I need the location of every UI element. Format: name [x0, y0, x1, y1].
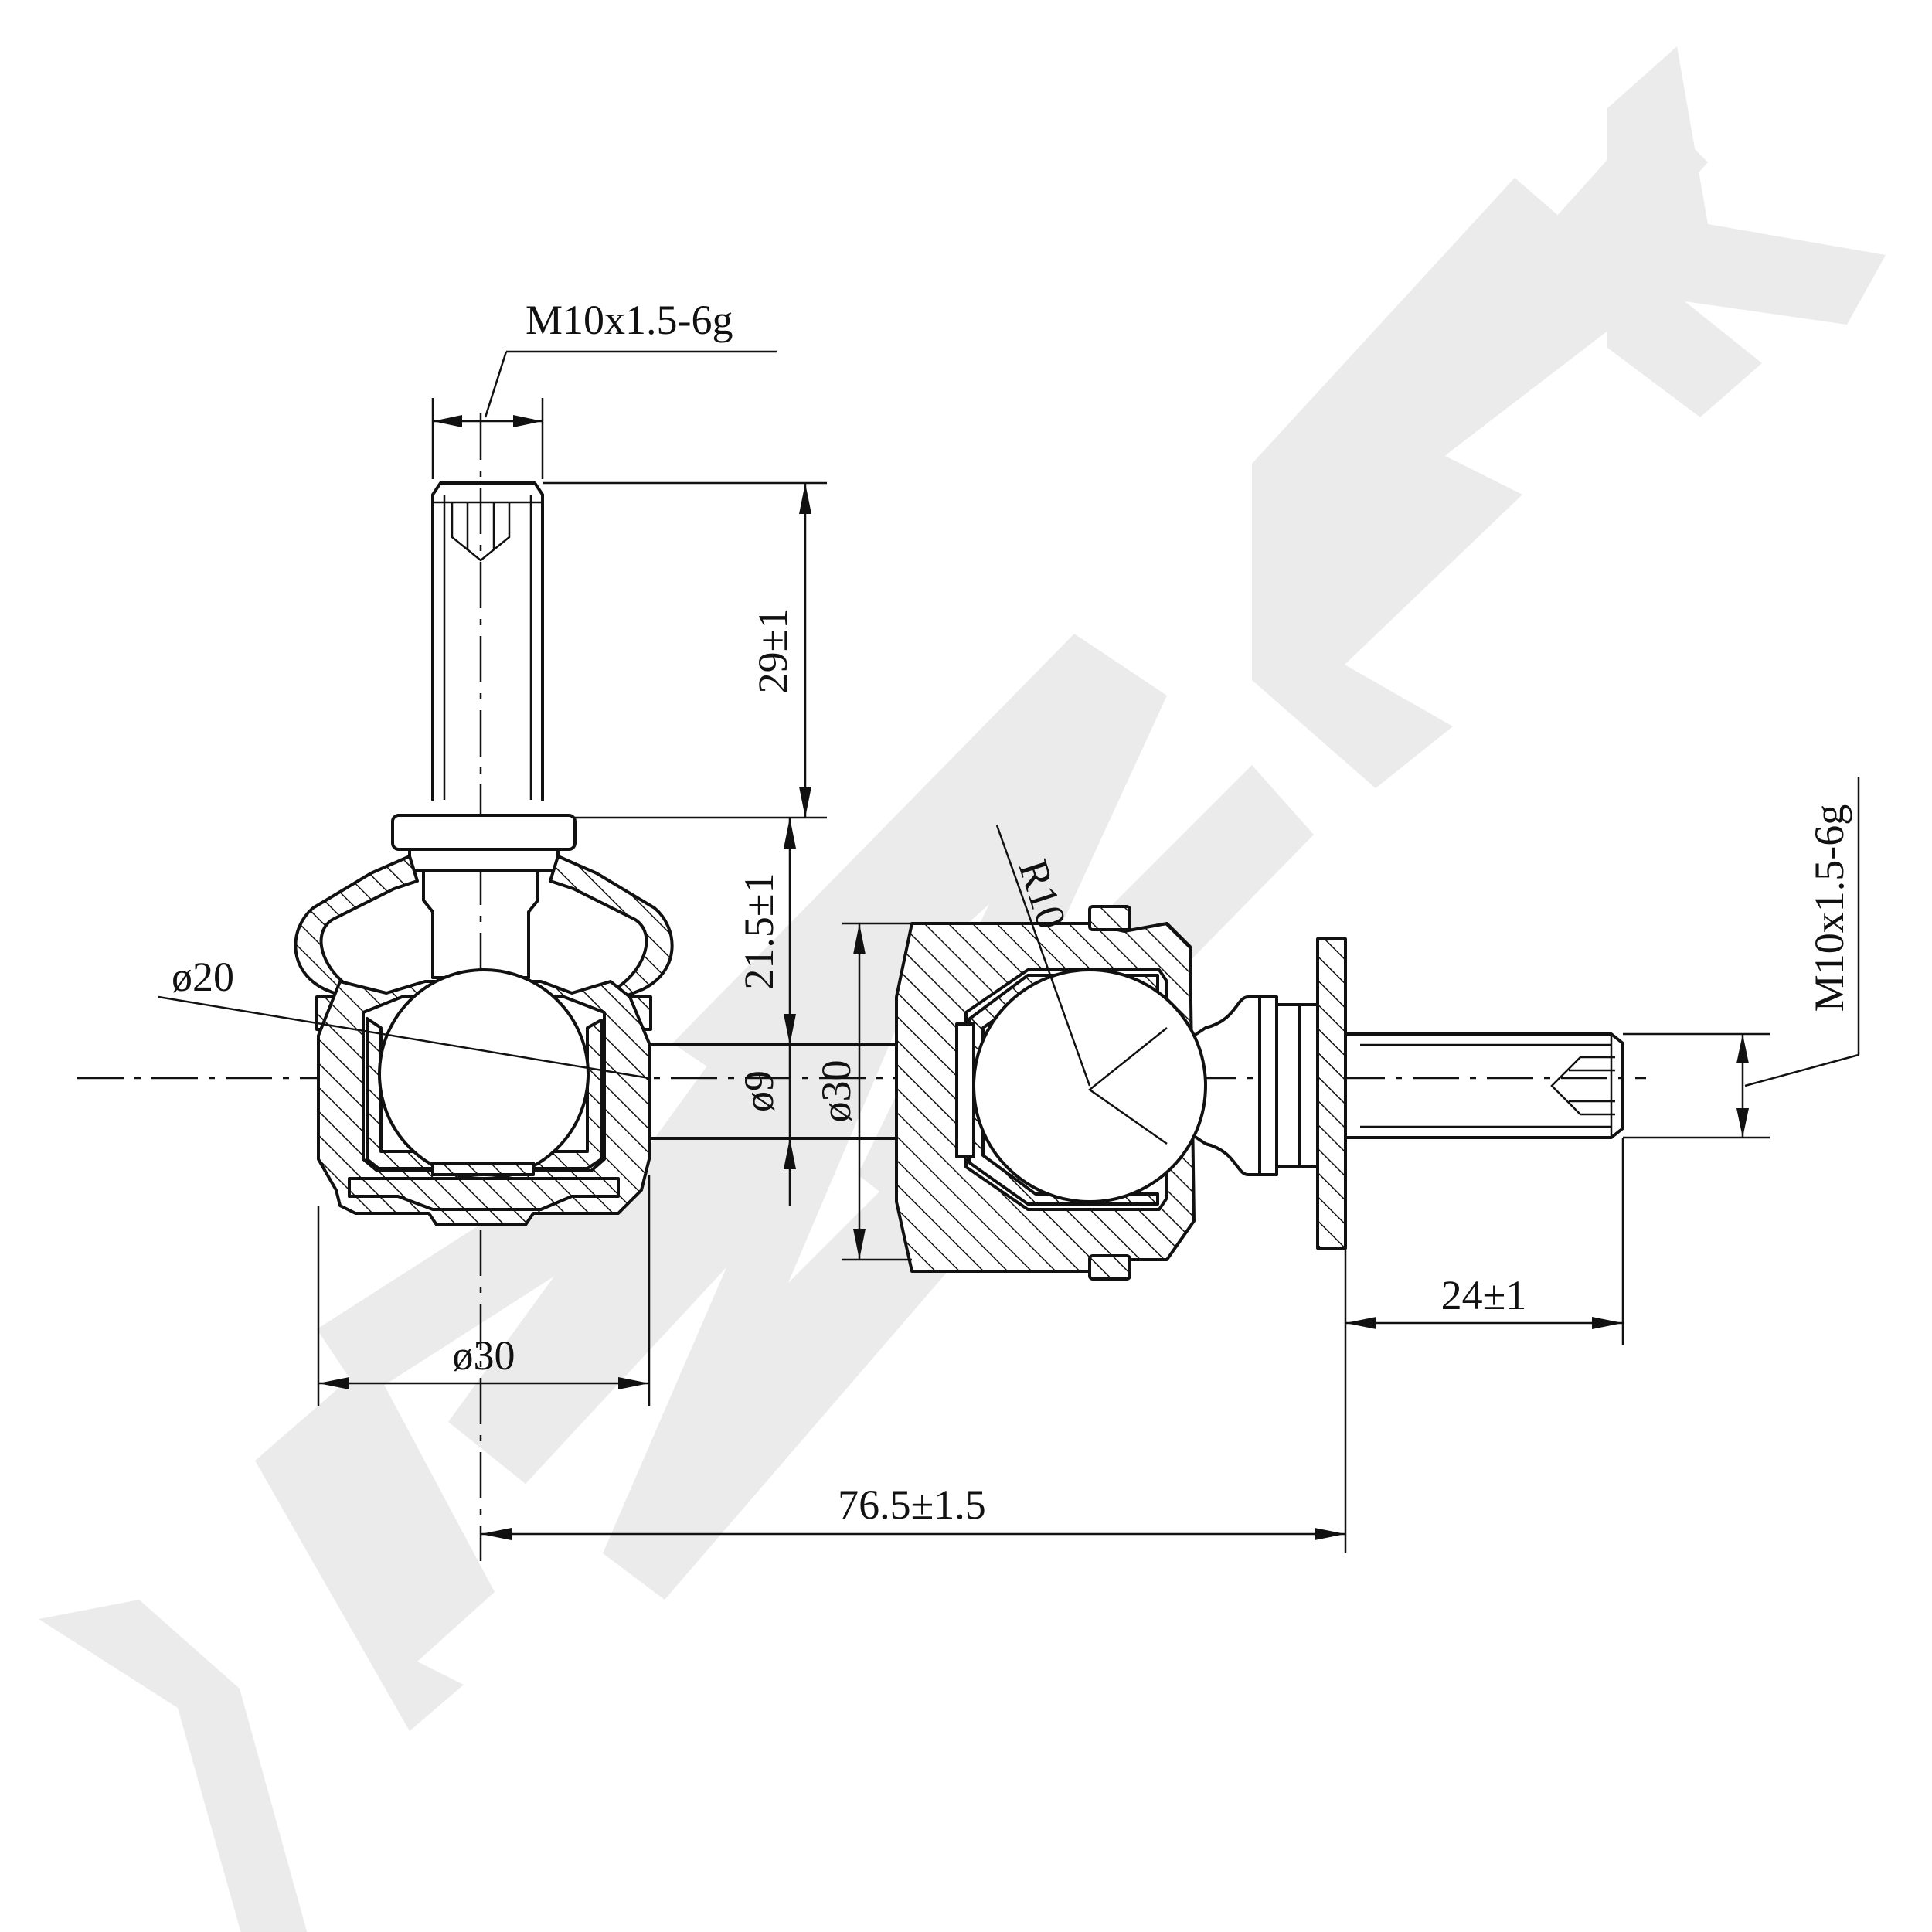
label-socket-diameter-left: ø30 — [453, 1332, 515, 1379]
dim-overall-arrow-l — [481, 1528, 512, 1540]
dim-thread-right-arrow-t — [1736, 1034, 1749, 1063]
left-socket-liner — [366, 1017, 603, 1170]
label-stud-length: 29±1 — [750, 608, 796, 694]
left-ball — [378, 968, 590, 1180]
right-flange-washer — [1316, 937, 1347, 1250]
watermark-letter-z — [39, 1600, 308, 1932]
right-seal-bottom — [1088, 1254, 1131, 1281]
label-socket-diameter-right: ø30 — [813, 1060, 859, 1123]
top-stud-shoulder — [408, 848, 560, 872]
zennek-watermark-logo — [39, 46, 1886, 1932]
label-ball-diameter: ø20 — [172, 954, 234, 1000]
dim-radius-leader — [995, 825, 1091, 1087]
dim-thread-top-arrow-l — [433, 415, 462, 427]
watermark-letter-k — [1607, 46, 1886, 417]
right-socket-liner — [968, 974, 1159, 1206]
dust-boot — [294, 855, 419, 997]
dim-thread-right-leader — [1744, 1053, 1859, 1087]
dim-rod-arrow-t — [784, 1138, 796, 1169]
right-flange-hub — [1298, 1003, 1319, 1168]
dim-stud-length-arrow-t — [799, 483, 811, 514]
dim-neck-height-arrow-b — [784, 1014, 796, 1045]
top-hex-socket — [451, 502, 511, 562]
left-bottom-cap — [348, 1177, 620, 1211]
dim-socket-left-arrow-r — [618, 1377, 649, 1389]
dim-stud-right-arrow-l — [1345, 1317, 1376, 1329]
top-stud-outline — [431, 481, 544, 801]
watermark-letter-k-arm — [1515, 108, 1708, 317]
dimension-labels: M10x1.5-6g 29±1 21.5±1 ø9 ø30 ø20 R10 ø3… — [172, 297, 1852, 1528]
label-rod-diameter: ø9 — [736, 1070, 782, 1112]
watermark-letter-e2-bar — [1260, 232, 1646, 556]
dim-overall-arrow-r — [1315, 1528, 1345, 1540]
label-neck-height: 21.5±1 — [736, 872, 782, 989]
right-hex-socket — [1550, 1056, 1615, 1116]
top-stud-collar — [391, 814, 577, 851]
label-thread-right: M10x1.5-6g — [1806, 804, 1852, 1012]
dim-socket-left-arrow-l — [318, 1377, 349, 1389]
dust-boot-right — [549, 855, 674, 997]
link-rod — [648, 1043, 898, 1140]
right-ball-cone — [1087, 1027, 1168, 1145]
dim-thread-right-arrow-b — [1736, 1108, 1749, 1138]
dim-neck-height-arrow-t — [784, 818, 796, 849]
dim-ball-leader — [158, 995, 650, 1080]
left-ball-seat — [431, 1162, 535, 1176]
right-stud-collar — [1275, 1003, 1301, 1168]
label-stud-length-right: 24±1 — [1441, 1272, 1527, 1318]
right-socket-slot — [955, 1022, 975, 1158]
watermark-letter-n1 — [448, 912, 1051, 1600]
right-stud-outline — [1344, 1032, 1624, 1139]
dim-stud-right-arrow-r — [1592, 1317, 1623, 1329]
right-ball-joint — [895, 905, 1624, 1281]
right-stud-shoulder — [1258, 995, 1278, 1176]
dim-thread-top-leader — [484, 351, 508, 418]
dimension-lines — [158, 350, 1860, 1553]
dim-socket-right-arrow-t — [853, 923, 866, 954]
dim-stud-length-arrow-b — [799, 787, 811, 818]
label-overall-length: 76.5±1.5 — [838, 1481, 986, 1528]
label-thread-top: M10x1.5-6g — [526, 297, 733, 343]
dim-socket-right-arrow-b — [853, 1229, 866, 1260]
watermark-letter-e1 — [255, 1360, 495, 1731]
dim-thread-top-arrow-r — [513, 415, 543, 427]
right-seal-top — [1088, 905, 1131, 931]
left-ball-joint — [294, 481, 674, 1226]
